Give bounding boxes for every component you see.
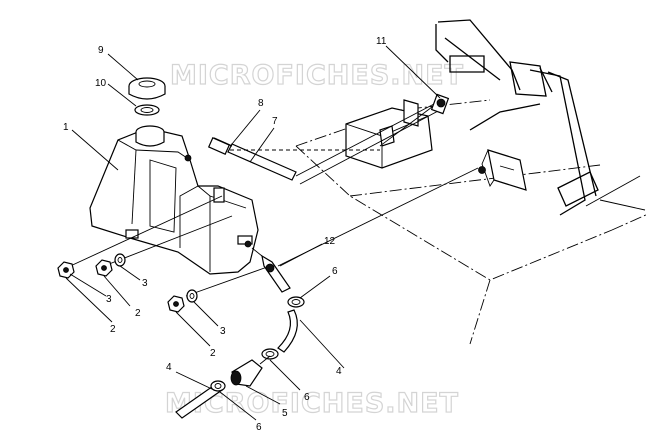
cap-gasket [134,104,160,116]
fuel-hose [277,309,345,369]
callout-9: 9 [98,45,104,56]
callout-6-middle: 6 [304,392,310,403]
nut [95,259,113,277]
nut [57,261,75,279]
callout-6-lower: 6 [256,422,262,433]
fuel-filter [230,355,271,387]
vent-hose [207,103,441,185]
callout-7: 7 [272,116,278,127]
callout-1: 1 [63,122,69,133]
watermark-top: MICROFICHES.NET [170,60,464,91]
fuel-outlet-fitting [251,167,479,293]
side-bracket [478,149,527,191]
callout-5: 5 [282,408,288,419]
callout-2-center: 2 [135,308,141,319]
tank-mount-bracket [345,99,433,169]
hose-clamp [210,380,226,392]
callout-11: 11 [376,36,387,47]
fuel-cap [128,77,166,100]
callout-labels: 9 10 1 8 7 11 12 6 3 3 2 2 3 2 4 4 6 5 6 [63,36,387,433]
callout-4-lower: 4 [166,362,172,373]
callout-10: 10 [95,78,107,89]
washer [186,289,198,303]
hose-clamp [287,296,305,308]
callout-12: 12 [324,236,336,247]
callout-leaders [65,45,441,421]
callout-2-left: 2 [110,324,116,335]
fastener-guide-lines [65,195,271,297]
callout-3-right: 3 [142,278,148,289]
callout-8: 8 [258,98,264,109]
callout-2-lower: 2 [210,348,216,359]
callout-3-lower: 3 [220,326,226,337]
washer [114,253,126,267]
callout-6-upper: 6 [332,266,338,277]
vent-fitting [430,93,450,115]
callout-3-left: 3 [106,294,112,305]
callout-4-upper: 4 [336,366,342,377]
hose-clamp [261,348,279,360]
nut [167,295,185,313]
